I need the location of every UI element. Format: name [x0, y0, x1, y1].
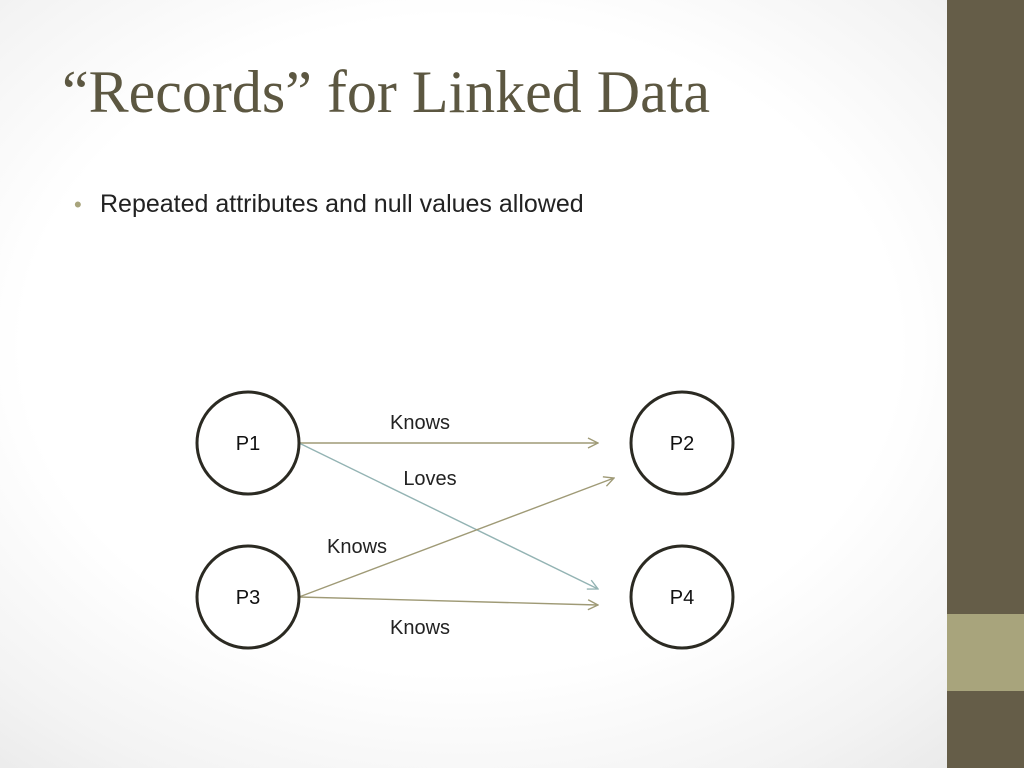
edge-p3-knows-p4 — [298, 596, 598, 605]
edge-label-p1-p4: Loves — [403, 468, 456, 490]
node-label: P4 — [670, 587, 694, 609]
graph-node-p1: P1 — [195, 390, 301, 496]
bullet-text: Repeated attributes and null values allo… — [100, 190, 584, 218]
edge-label-p3-p2: Knows — [327, 536, 387, 558]
node-label: P2 — [670, 433, 694, 455]
graph-node-p4: P4 — [629, 544, 735, 650]
graph-edge-labels: Knows Loves Knows Knows — [327, 412, 457, 639]
edge-label-p1-p2: Knows — [390, 412, 450, 434]
bullet-item: • Repeated attributes and null values all… — [74, 188, 584, 221]
node-circle — [629, 390, 735, 496]
node-circle — [629, 544, 735, 650]
graph-node-p2: P2 — [629, 390, 735, 496]
graph-diagram: Knows Loves Knows Knows P1 P2 P3 P4 — [195, 390, 735, 650]
slide-title: “Records” for Linked Data — [62, 59, 711, 125]
bullet-icon: • — [74, 192, 82, 217]
node-label: P1 — [236, 433, 260, 455]
graph-node-p3: P3 — [195, 544, 301, 650]
edge-label-p3-p4: Knows — [390, 617, 450, 639]
graph-edges — [298, 442, 614, 605]
sidebar-accent-block — [947, 614, 1024, 691]
edge-p3-knows-p2 — [298, 478, 614, 598]
node-circle — [195, 544, 301, 650]
node-label: P3 — [236, 587, 260, 609]
node-circle — [195, 390, 301, 496]
edge-p1-loves-p4 — [298, 442, 598, 589]
